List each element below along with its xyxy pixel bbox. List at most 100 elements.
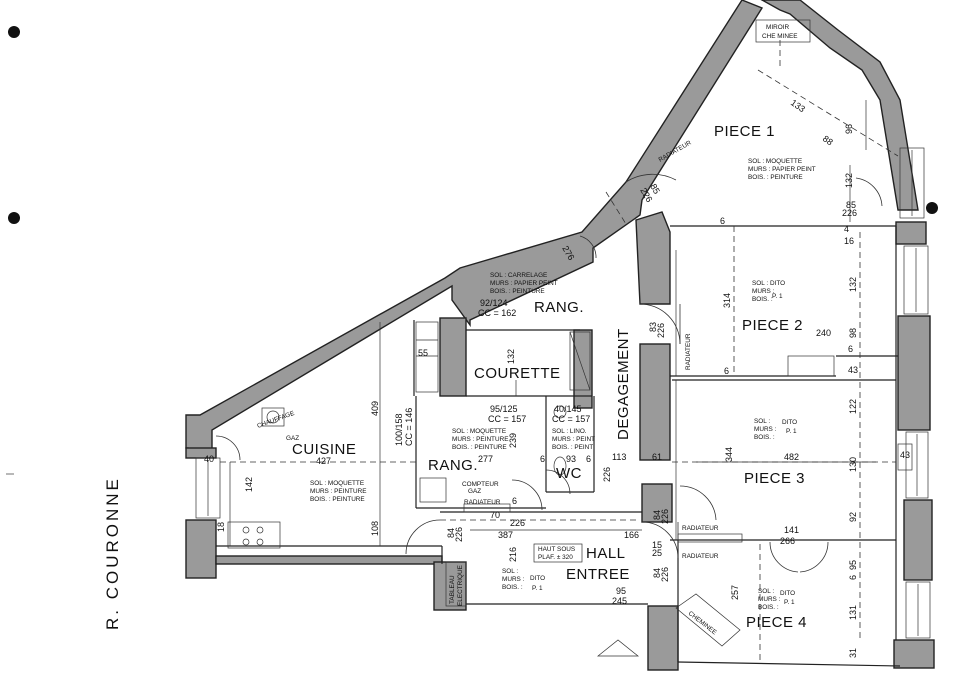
finish-note: DITO <box>770 280 785 287</box>
dimension-text: CC = 157 <box>552 414 590 424</box>
dimension-text: 70 <box>490 510 500 520</box>
room-label-piece-1: PIECE 1 <box>714 123 775 140</box>
dimension-text: 132 <box>844 173 854 188</box>
note-compteur: COMPTEUR <box>462 481 499 488</box>
dimension-text: 277 <box>478 454 493 464</box>
radiator <box>463 355 913 543</box>
dimension-text: 240 <box>816 328 831 338</box>
dimension-text: 43 <box>848 365 858 375</box>
dimension-text: 84 <box>652 510 662 520</box>
dimension-text: 96 <box>844 124 854 134</box>
dimension-text: 257 <box>730 585 740 600</box>
finish-note: MURS : PAPIER PEINT <box>748 166 816 173</box>
dimension-text: 61 <box>652 452 662 462</box>
finish-note: BOIS. : PEINTURE <box>452 444 507 451</box>
dimension-text: 83 <box>648 322 658 332</box>
dimension-text: 95 <box>848 560 858 570</box>
exterior-wall-bottom <box>677 661 901 667</box>
interior-wall-vertical <box>641 483 673 523</box>
dimension-text: 122 <box>848 399 858 414</box>
kitchen-appliances <box>227 407 467 607</box>
dimension-text: 216 <box>508 547 518 562</box>
mirror-box <box>755 19 811 43</box>
dimension-text: 113 <box>612 452 626 462</box>
dimension-text: 142 <box>244 477 254 492</box>
room-label-cuisine: CUISINE <box>292 441 356 458</box>
dimension-text: 16 <box>844 236 854 246</box>
dimension-text: 132 <box>506 349 516 364</box>
finish-note: DITO <box>530 575 545 582</box>
dimension-text: 226 <box>454 527 464 542</box>
dimension-lines <box>229 100 876 546</box>
dimension-text: 6 <box>720 216 725 226</box>
note-chauffage: GAZ <box>286 435 299 442</box>
finish-note: SOL : MOQUETTE <box>452 428 506 435</box>
finish-note: P. 1 <box>532 585 543 592</box>
finish-note: SOL : CARRELAGE <box>490 272 547 279</box>
note-tableau: TABLEAU <box>449 575 456 604</box>
dimension-text: 226 <box>602 467 612 482</box>
finish-note: MURS : <box>502 576 525 583</box>
room-label-piece-4: PIECE 4 <box>746 614 807 631</box>
binder-hole <box>926 202 938 214</box>
dimension-text: 344 <box>724 447 734 462</box>
note-tableau: ELECTRIQUE <box>457 565 464 606</box>
interior-wall-vertical <box>439 317 467 397</box>
finish-note: P. 1 <box>784 599 795 606</box>
interior-wall-vertical <box>639 343 671 461</box>
dimension-text: 387 <box>498 530 513 540</box>
finish-note: DITO <box>782 419 797 426</box>
room-label-piece-3: PIECE 3 <box>744 470 805 487</box>
dimension-text: 95 <box>616 586 626 596</box>
binder-hole <box>8 212 20 224</box>
note-radiateur: RADIATEUR <box>685 333 692 370</box>
street-label: R. COURONNE <box>103 476 122 630</box>
note-compteur: GAZ <box>468 488 481 495</box>
room-label-hall: HALL <box>586 545 626 562</box>
binder-hole <box>8 26 20 38</box>
street-window <box>195 457 221 519</box>
door-swings <box>215 173 883 573</box>
room-label-rangement-top: RANG. <box>534 299 584 316</box>
finish-note: P. 1 <box>786 428 797 435</box>
dimension-text: 85 <box>648 182 662 196</box>
facade-pier <box>895 221 927 245</box>
dimension-text: 245 <box>612 596 627 606</box>
dimension-text: 226 <box>842 208 857 218</box>
dimension-text: 18 <box>216 522 226 532</box>
note-hauteur: HAUT SOUS <box>538 546 575 553</box>
hauteur-box <box>533 543 583 563</box>
stair-marker <box>597 639 639 657</box>
room-label-entree: ENTREE <box>566 566 630 583</box>
dimension-text: 132 <box>848 277 858 292</box>
finish-note: MURS : PEINTURE <box>310 488 366 495</box>
dimension-text: 40/145 <box>554 404 582 414</box>
exterior-wall-bottom <box>647 605 679 671</box>
dimension-text: 55 <box>418 348 428 358</box>
courette-frame <box>415 321 591 393</box>
dimension-text: 85 <box>846 200 856 210</box>
dimension-text: 239 <box>508 433 518 448</box>
dimension-text: 92/124 <box>480 298 508 308</box>
finish-note: SOL : MOQUETTE <box>748 158 802 165</box>
dimension-text: 131 <box>848 605 858 620</box>
dimension-text: 4 <box>844 224 849 234</box>
dimension-text: 6 <box>848 344 853 354</box>
dimension-text: 84 <box>652 568 662 578</box>
facade-windows <box>899 147 931 639</box>
room-label-degagement: DEGAGEMENT <box>615 328 632 440</box>
note-cheminee: CHEMINEE <box>687 610 718 636</box>
dimension-text: 226 <box>660 567 670 582</box>
dimension-text: 226 <box>660 509 670 524</box>
dimension-text: 226 <box>510 518 525 528</box>
dimension-text: 141 <box>784 525 799 535</box>
dimension-text: 6 <box>848 575 858 580</box>
wc-fixtures <box>553 405 567 476</box>
dimension-text: 6 <box>724 366 729 376</box>
dimension-text: 98 <box>848 328 858 338</box>
dimension-text: CC = 162 <box>478 308 516 318</box>
facade-pier <box>893 639 935 669</box>
dimension-text: 88 <box>821 133 835 147</box>
finish-note: DITO <box>780 590 795 597</box>
